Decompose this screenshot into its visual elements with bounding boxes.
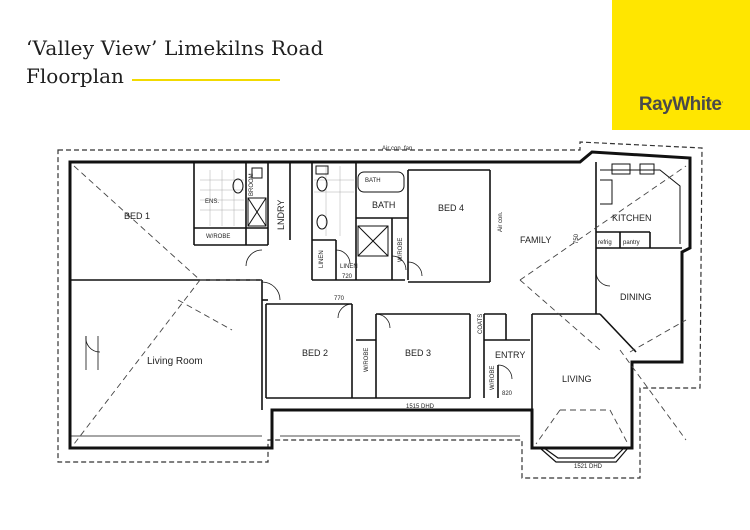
room-label-wirobe4: W/ROBE xyxy=(490,366,496,390)
room-label-bed4: BED 4 xyxy=(438,203,464,213)
room-label-refrig: refrig xyxy=(598,240,612,246)
dimension-770: 770 xyxy=(334,296,345,302)
logo-name: RayWhite xyxy=(638,94,722,115)
roof-hip-lines xyxy=(73,165,687,445)
annotation-air-con: Air con. xyxy=(498,211,504,232)
room-label-bed3: BED 3 xyxy=(405,348,431,358)
internal-walls xyxy=(70,162,682,410)
room-label-linen1: LINEN xyxy=(319,250,325,268)
logo-mark: . xyxy=(721,95,724,105)
door-swings xyxy=(85,249,611,380)
title-underline xyxy=(132,79,280,81)
room-label-family: FAMILY xyxy=(520,235,551,245)
room-label-pantry: pantry xyxy=(623,240,640,246)
kitchen-benches xyxy=(600,163,681,244)
tiled-floor xyxy=(200,166,354,236)
annotation-air-con-fan: Air con. fan xyxy=(382,146,412,152)
page-subtitle: Floorplan xyxy=(26,64,124,88)
room-label-wirobe1: W/ROBE xyxy=(206,234,230,240)
room-label-coats: COATS xyxy=(478,314,484,334)
annotation-dhd-1515: 1515 DHD xyxy=(406,404,435,410)
room-label-dining: DINING xyxy=(620,292,652,302)
room-label-bath-small: BATH xyxy=(365,178,381,184)
logo-wordmark: RayWhite. xyxy=(612,94,750,116)
room-label-wirobe3: W/ROBE xyxy=(364,348,370,372)
raywhite-logo: RayWhite. xyxy=(612,0,750,130)
annotation-dhd-1521: 1521 DHD xyxy=(574,464,603,470)
room-label-bed1: BED 1 xyxy=(124,211,150,221)
dimension-720: 720 xyxy=(342,274,353,280)
roof-outline xyxy=(57,141,703,479)
bay-window xyxy=(539,447,629,463)
room-label-linen2: LINEN xyxy=(340,264,358,270)
dimension-750: 750 xyxy=(574,233,580,244)
bathroom-fixtures xyxy=(232,165,405,257)
dimension-820: 820 xyxy=(502,391,513,397)
room-label-wirobe2: W/ROBE xyxy=(398,238,404,262)
room-label-lndry: LNDRY xyxy=(276,200,286,230)
room-label-ens: ENS. xyxy=(205,199,219,205)
room-label-broom: BROOM xyxy=(249,173,255,196)
room-label-bed2: BED 2 xyxy=(302,348,328,358)
external-walls xyxy=(68,150,692,450)
room-label-entry: ENTRY xyxy=(495,350,525,360)
room-label-living-room: Living Room xyxy=(147,356,203,367)
room-label-living: LIVING xyxy=(562,374,592,384)
page-title: ‘Valley View’ Limekilns Road xyxy=(26,36,324,60)
room-label-bath: BATH xyxy=(372,200,395,210)
room-label-kitchen: KITCHEN xyxy=(612,213,652,223)
